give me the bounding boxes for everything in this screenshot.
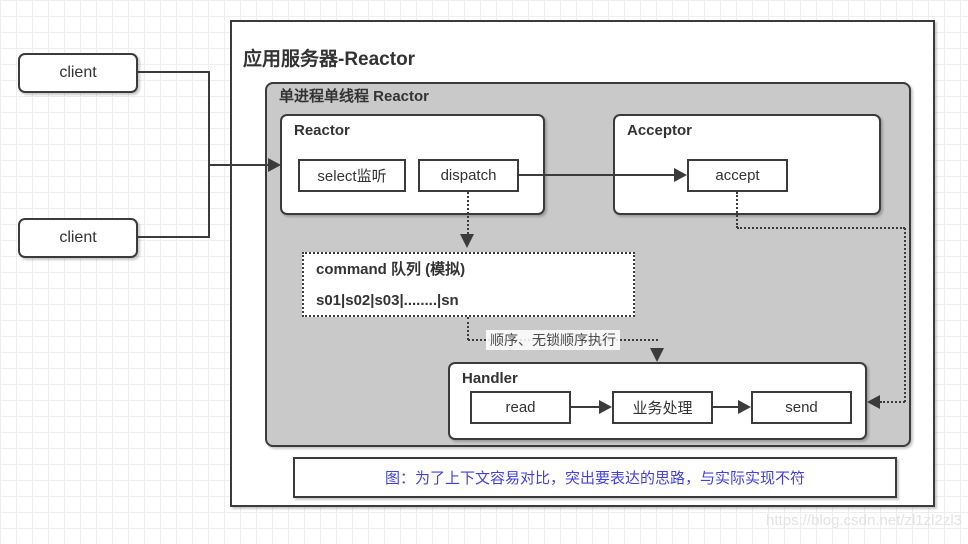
watermark-url: https://blog.csdn.net/zl1zl2zl3 [766, 512, 962, 529]
accept-to-handler-arrowhead-icon [867, 395, 880, 409]
accept-dotted-down-line [736, 192, 738, 228]
process-to-send-arrowhead-icon [738, 400, 751, 414]
read-to-process-arrowhead-icon [599, 400, 612, 414]
handler-title: Handler [462, 370, 518, 387]
client2-connector-line [138, 236, 209, 238]
accept-dotted-into-handler-line [880, 401, 905, 403]
accept-label: accept [715, 167, 760, 184]
read-box: read [470, 391, 571, 424]
send-label: send [785, 399, 818, 416]
client-node-1: client [18, 53, 138, 93]
client-label: client [59, 229, 97, 246]
queue-to-handler-arrowhead-icon [650, 348, 664, 362]
dispatch-to-accept-arrowhead-icon [674, 168, 687, 182]
select-listen-label: select监听 [317, 168, 387, 185]
accept-dotted-right-line [737, 227, 905, 229]
client1-connector-line [138, 71, 209, 73]
client-node-2: client [18, 218, 138, 258]
command-queue-title: command 队列 (模拟) [316, 261, 466, 278]
client-merge-line [208, 71, 210, 238]
accept-box: accept [687, 159, 788, 192]
business-process-label: 业务处理 [632, 400, 693, 417]
queue-dotted-down-line [467, 317, 469, 340]
client-label: client [59, 64, 97, 81]
dispatch-to-accept-line [518, 174, 676, 176]
accept-dotted-side-line [904, 228, 906, 402]
dispatch-to-queue-dotted-line [467, 192, 469, 234]
command-queue-items: s01|s02|s03|........|sn [316, 292, 459, 309]
read-label: read [505, 399, 536, 416]
clients-to-reactor-arrowhead-icon [268, 158, 281, 172]
sequential-execution-note: 顺序、无锁顺序执行 [486, 330, 620, 350]
send-box: send [751, 391, 852, 424]
clients-to-reactor-line [208, 164, 268, 166]
figure-caption-box: 图：为了上下文容易对比，突出要表达的思路，与实际实现不符 [293, 457, 897, 498]
dispatch-box: dispatch [418, 159, 519, 192]
acceptor-title: Acceptor [627, 122, 693, 139]
single-thread-panel-title: 单进程单线程 Reactor [279, 88, 430, 105]
figure-caption-text: 图：为了上下文容易对比，突出要表达的思路，与实际实现不符 [384, 470, 805, 487]
dispatch-label: dispatch [440, 167, 497, 184]
dispatch-to-queue-arrowhead-icon [460, 234, 474, 248]
app-server-title: 应用服务器-Reactor [243, 49, 416, 70]
select-listen-box: select监听 [298, 159, 406, 192]
process-to-send-line [713, 406, 739, 408]
command-queue-node: command 队列 (模拟) s01|s02|s03|........|sn [302, 252, 635, 317]
read-to-process-line [571, 406, 600, 408]
business-process-box: 业务处理 [612, 391, 713, 424]
reactor-title: Reactor [294, 122, 350, 139]
